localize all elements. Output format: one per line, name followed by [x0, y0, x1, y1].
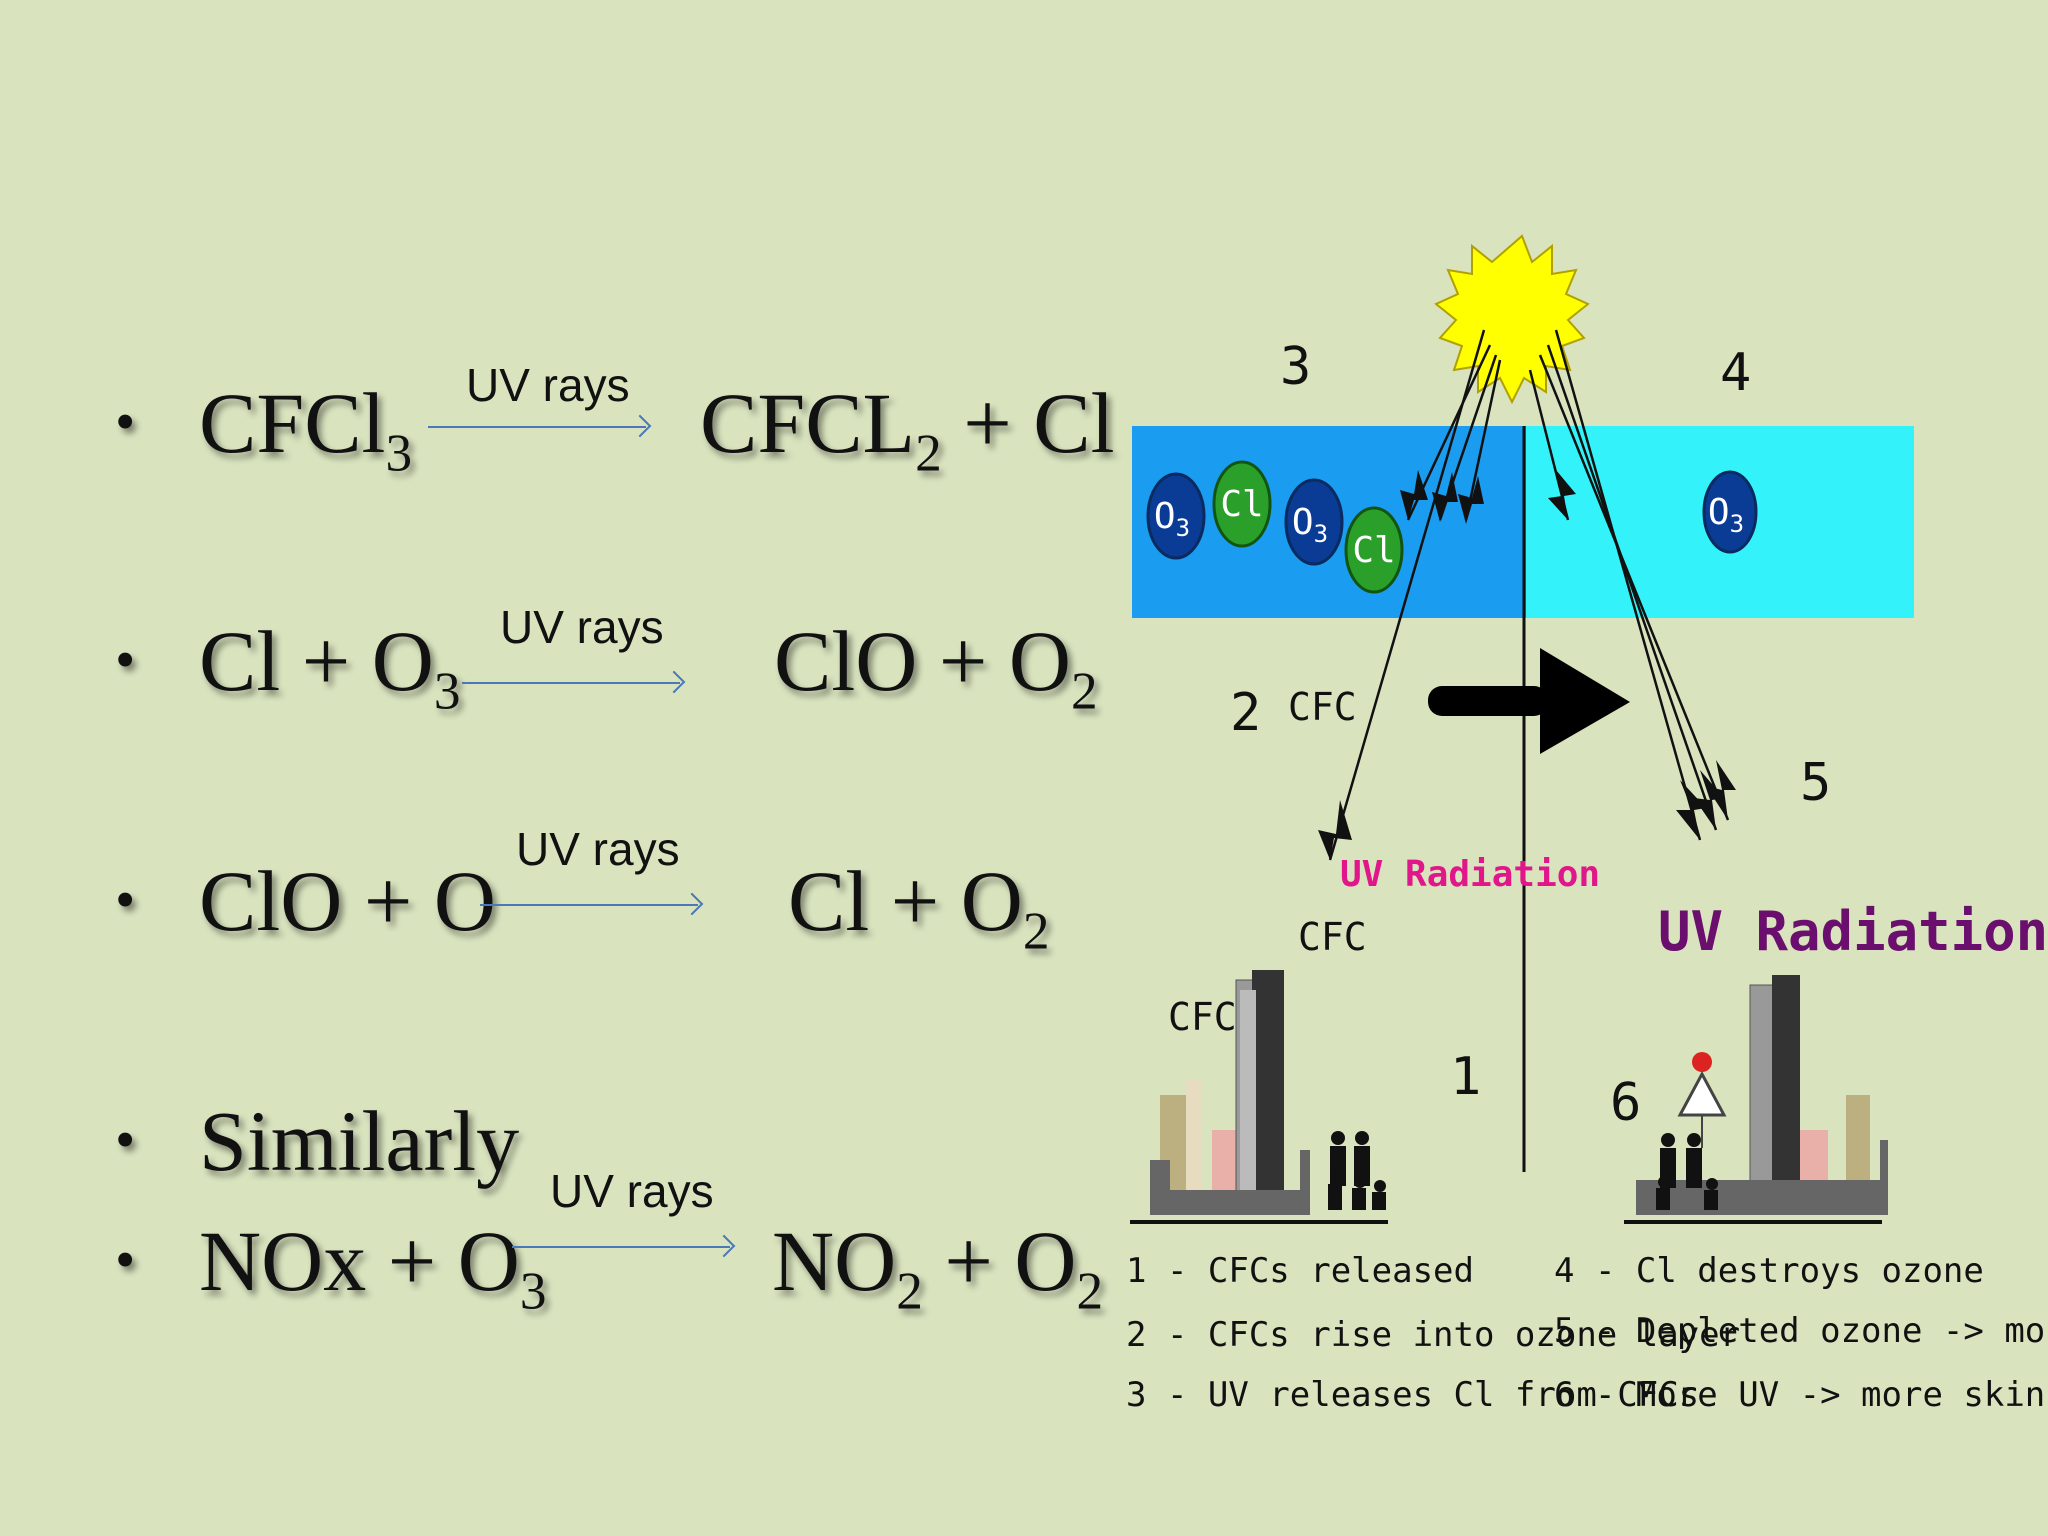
legend-item-3: 3 - UV releases Cl from CFCs [1126, 1375, 1699, 1415]
bullet: • [115, 389, 136, 455]
step-number-5: 5 [1800, 753, 1831, 813]
cfc-label-middle: CFC [1298, 915, 1367, 959]
chlorine-label-1: Cl [1220, 484, 1263, 525]
legend-item-6: 6 - More UV -> more skin cancer [1554, 1375, 2048, 1415]
eq2-condition: UV rays [500, 601, 664, 653]
ozone-label-3: O3 [1708, 492, 1744, 538]
step-number-4: 4 [1720, 343, 1751, 403]
ozone-label-1: O3 [1154, 496, 1190, 542]
bullet: • [115, 1227, 136, 1293]
eq3-lhs: ClO + O [199, 853, 496, 949]
uv-radiation-small-label: UV Radiation [1340, 854, 1600, 895]
ozone-molecule-2 [1284, 478, 1344, 566]
molecule-labels: O3 Cl O3 Cl O3 [1154, 484, 1744, 571]
legend-item-2: 2 - CFCs rise into ozone layer [1126, 1315, 1740, 1355]
eq4-reaction-arrow [512, 1246, 730, 1248]
step-number-6: 6 [1610, 1073, 1641, 1133]
uv-radiation-large-label: UV Radiation [1658, 900, 2048, 963]
equation-2: •Cl + O3 [115, 618, 461, 717]
legend-left: 1 - CFCs released 2 - CFCs rise into ozo… [1126, 1251, 1740, 1415]
chlorine-molecule-2 [1344, 506, 1404, 594]
molecules [1146, 460, 1758, 594]
eq2-lhs-sub: 3 [433, 660, 461, 721]
chlorine-label-2: Cl [1352, 530, 1395, 571]
step-number-3: 3 [1280, 337, 1311, 397]
eq4-lhs: NOx + O [199, 1213, 520, 1309]
equation-3: •ClO + O [115, 858, 496, 944]
similarly-text: Similarly [199, 1093, 520, 1189]
eq2-lhs: Cl + O [199, 613, 434, 709]
legend-right: 4 - Cl destroys ozone 5 - Depleted ozone… [1554, 1251, 2048, 1415]
eq2-products: ClO + O2 [774, 613, 1098, 721]
bullet: • [115, 867, 136, 933]
cfc-label-lower: CFC [1168, 995, 1237, 1039]
ozone-label-2: O3 [1292, 502, 1328, 548]
legend-item-1: 1 - CFCs released [1126, 1251, 1474, 1291]
step-numbers: 3 4 2 5 1 6 [1230, 337, 1831, 1133]
step-number-2: 2 [1230, 683, 1261, 743]
cfc-label-upper: CFC [1288, 685, 1357, 729]
legend-item-5: 5 - Depleted ozone -> more UV [1554, 1311, 2048, 1351]
eq1-lhs-sub: 3 [385, 422, 413, 483]
sun-icon [1434, 234, 1590, 405]
ozone-molecule-3 [1702, 470, 1758, 554]
bullet: • [115, 627, 136, 693]
step-number-1: 1 [1450, 1047, 1481, 1107]
cfc-labels: CFC CFC CFC [1168, 685, 1367, 1039]
city-scene-right [1624, 975, 1888, 1224]
eq4-products: NO2 + O2 [772, 1213, 1104, 1321]
eq4-lhs-sub: 3 [519, 1260, 547, 1321]
eq1-lhs: CFCl [199, 375, 386, 471]
eq3-reaction-arrow [480, 904, 698, 906]
ozone-molecule-1 [1146, 472, 1206, 560]
eq1-reaction-arrow [428, 426, 646, 428]
similarly-line: •Similarly [115, 1098, 519, 1184]
eq2-reaction-arrow [462, 682, 680, 684]
chlorine-molecule-1 [1212, 460, 1272, 548]
bullet: • [115, 1107, 136, 1173]
eq4-condition: UV rays [550, 1165, 714, 1217]
equation-1: •CFCl3 [115, 380, 412, 479]
eq1-condition: UV rays [466, 359, 630, 411]
city-scene-left [1130, 970, 1388, 1224]
equation-4: •NOx + O3 [115, 1218, 546, 1317]
legend-item-4: 4 - Cl destroys ozone [1554, 1251, 1984, 1291]
eq3-condition: UV rays [516, 823, 680, 875]
progression-arrow [1428, 648, 1630, 754]
uv-ray-heads [1318, 470, 1736, 860]
eq3-products: Cl + O2 [788, 853, 1050, 961]
eq1-products: CFCL2 + Cl [700, 375, 1115, 483]
